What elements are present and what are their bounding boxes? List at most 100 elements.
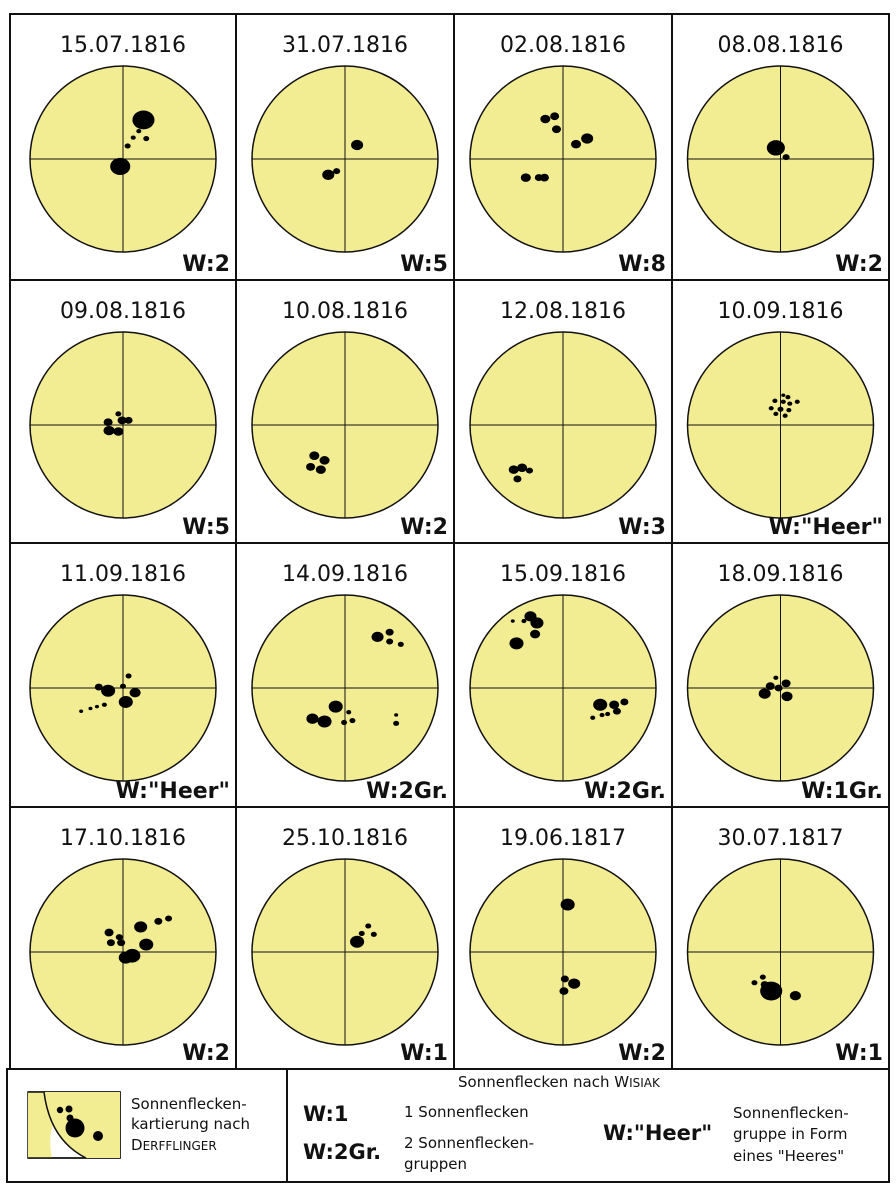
wisiak-label: W:1Gr. bbox=[801, 779, 883, 804]
wisiak-label: W:"Heer" bbox=[769, 515, 883, 540]
sunspot bbox=[782, 413, 788, 418]
panel-date: 10.08.1816 bbox=[282, 299, 408, 324]
sunspot bbox=[115, 934, 123, 941]
wisiak-label: W:2Gr. bbox=[584, 779, 666, 804]
sunspot bbox=[341, 719, 348, 725]
panel-date: 15.09.1816 bbox=[500, 562, 626, 587]
sunspot bbox=[780, 399, 786, 404]
legend-heer-line2: gruppe in Form bbox=[733, 1125, 847, 1143]
sunspot bbox=[609, 700, 620, 710]
sunspot bbox=[559, 987, 569, 995]
sunspot bbox=[773, 675, 779, 680]
wisiak-label: W:2 bbox=[182, 252, 230, 277]
panel-date: 08.08.1816 bbox=[718, 33, 844, 58]
legend: Sonnenflecken- kartierung nach DERFFLING… bbox=[6, 1068, 890, 1183]
panel-date: 12.08.1816 bbox=[500, 299, 626, 324]
legend-wisiak-heading: Sonnenflecken nach WISIAK bbox=[458, 1073, 661, 1091]
sunspot bbox=[568, 978, 581, 989]
sunspot bbox=[333, 168, 341, 175]
wisiak-label: W:8 bbox=[618, 252, 666, 277]
sunspot bbox=[785, 394, 791, 400]
sunspot bbox=[101, 702, 107, 707]
sunspot bbox=[393, 720, 400, 726]
sunspot bbox=[113, 427, 124, 436]
sunspot bbox=[88, 706, 93, 711]
legend-w1-label: W:1 bbox=[303, 1102, 349, 1126]
sunspot bbox=[94, 683, 103, 691]
sunspot bbox=[530, 629, 541, 639]
sunspot bbox=[509, 637, 524, 650]
sunspot bbox=[590, 715, 596, 720]
sunspot bbox=[782, 154, 790, 161]
sunspot bbox=[612, 707, 621, 715]
panel-date: 15.07.1816 bbox=[60, 33, 186, 58]
panel-date: 10.09.1816 bbox=[718, 299, 844, 324]
sunspot bbox=[787, 401, 793, 406]
sunspot bbox=[317, 715, 332, 728]
sunspot bbox=[794, 399, 800, 404]
sunspot bbox=[322, 169, 335, 180]
sunspot bbox=[773, 411, 779, 416]
wisiak-label: W:5 bbox=[400, 252, 448, 277]
sunspot bbox=[117, 416, 127, 425]
sunspot bbox=[154, 917, 163, 925]
panel-date: 09.08.1816 bbox=[60, 299, 186, 324]
sunspot bbox=[124, 416, 133, 424]
sunspot bbox=[620, 698, 629, 706]
legend-w2-desc-line1: 2 Sonnenflecken- bbox=[404, 1134, 534, 1152]
sunspot bbox=[774, 684, 783, 692]
sunspot bbox=[103, 425, 115, 436]
legend-derfflinger-line2: kartierung nach bbox=[131, 1115, 250, 1133]
sunspot bbox=[759, 974, 766, 980]
panel-date: 02.08.1816 bbox=[500, 33, 626, 58]
sunspot bbox=[134, 921, 148, 933]
sunspot bbox=[103, 418, 113, 427]
panel-date: 30.07.1817 bbox=[718, 826, 844, 851]
sunspot bbox=[319, 456, 330, 465]
legend-heer-label: W:"Heer" bbox=[603, 1121, 712, 1145]
wisiak-label: W:5 bbox=[182, 515, 230, 540]
legend-w2-desc-line2: gruppen bbox=[404, 1155, 467, 1173]
legend-spot bbox=[65, 1105, 73, 1113]
sunspot bbox=[385, 628, 394, 636]
wisiak-label: W:2 bbox=[835, 252, 883, 277]
legend-heer-line1: Sonnenflecken- bbox=[733, 1104, 849, 1122]
sunspot bbox=[521, 618, 527, 624]
sunspot bbox=[165, 915, 173, 922]
sunspot bbox=[118, 695, 133, 708]
sunspot bbox=[358, 930, 365, 936]
panel-date: 17.10.1816 bbox=[60, 826, 186, 851]
legend-spot bbox=[65, 1118, 85, 1138]
sunspot bbox=[751, 980, 758, 986]
sunspot bbox=[118, 951, 133, 964]
sunspot bbox=[349, 717, 356, 724]
sunspot bbox=[605, 711, 611, 717]
sunspot bbox=[513, 475, 522, 483]
sunspot bbox=[599, 712, 605, 718]
sunspot bbox=[540, 114, 551, 124]
sunspot bbox=[789, 991, 801, 1001]
sunspot bbox=[371, 631, 384, 642]
sunspot bbox=[101, 684, 116, 697]
sunspot bbox=[593, 698, 608, 711]
sunspot bbox=[781, 691, 793, 702]
panel-date: 19.06.1817 bbox=[500, 826, 626, 851]
sunspot bbox=[139, 938, 154, 951]
sunspot bbox=[129, 687, 141, 698]
sunspot bbox=[581, 133, 594, 144]
sunspot bbox=[306, 713, 319, 724]
sunspot bbox=[309, 451, 320, 460]
legend-w1-desc: 1 Sonnenflecken bbox=[404, 1103, 529, 1121]
sunspot bbox=[510, 619, 515, 623]
sunspot bbox=[786, 407, 792, 413]
